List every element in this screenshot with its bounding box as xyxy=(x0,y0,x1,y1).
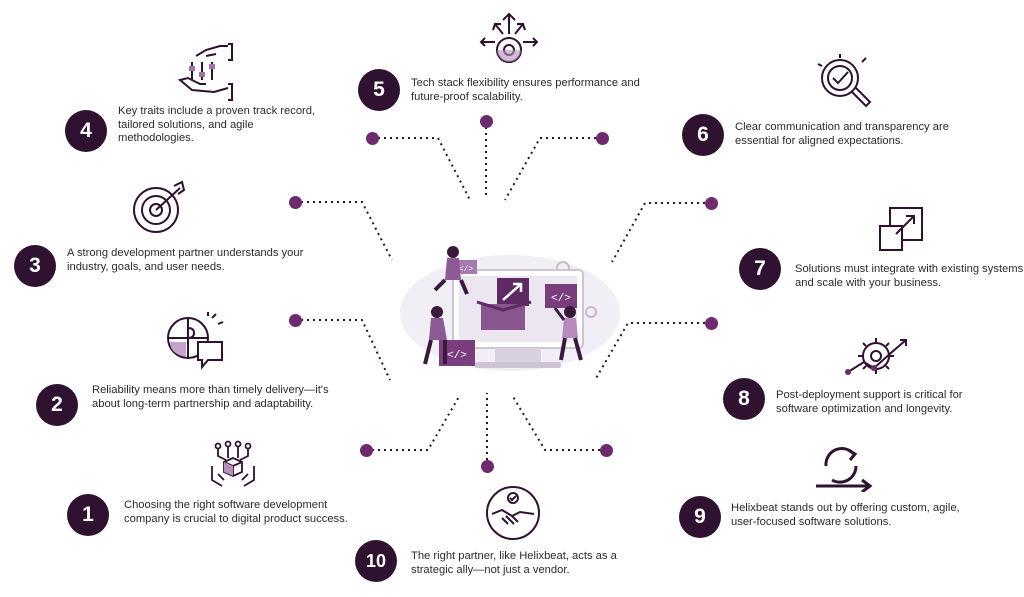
badge-9: 9 xyxy=(679,496,721,538)
badge-4: 4 xyxy=(65,110,107,152)
item-text-2: Reliability means more than timely deliv… xyxy=(92,384,329,410)
target-icon xyxy=(133,180,186,233)
expand-arrows-icon xyxy=(879,207,923,251)
code-tag-left: </> xyxy=(447,350,467,362)
connector-dot-1 xyxy=(360,444,373,457)
item-text-5: Tech stack flexibility ensures performan… xyxy=(411,77,640,103)
item-text-3: A strong development partner understands… xyxy=(67,247,304,273)
badge-3: 3 xyxy=(14,245,56,287)
puzzle-chat-icon xyxy=(167,312,224,370)
box-network-icon xyxy=(211,440,255,487)
code-tag-top: </> xyxy=(459,265,474,274)
badge-8: 8 xyxy=(723,378,765,420)
developer-team-illustration: </> </> </> xyxy=(400,246,620,371)
item-text-6: Clear communication and transparency are… xyxy=(735,121,949,147)
connector-dot-6 xyxy=(596,132,609,145)
connector-dot-10 xyxy=(481,460,494,473)
badge-7: 7 xyxy=(739,248,781,290)
magnifier-check-icon xyxy=(817,54,872,108)
badge-1: 1 xyxy=(67,494,109,536)
item-text-8: Post-deployment support is critical for … xyxy=(776,389,963,415)
badge-2: 2 xyxy=(36,384,78,426)
connector-dot-7 xyxy=(705,197,718,210)
badge-10: 10 xyxy=(355,540,397,582)
cycle-arrows-icon xyxy=(816,447,873,492)
item-text-7: Solutions must integrate with existing s… xyxy=(795,263,1024,289)
gear-arrows-icon xyxy=(479,12,539,63)
connector-dot-9 xyxy=(600,444,613,457)
connector-dot-8 xyxy=(705,317,718,330)
item-text-9: Helixbeat stands out by offering custom,… xyxy=(731,502,960,528)
code-tag-right: </> xyxy=(551,293,571,305)
connector-dot-3 xyxy=(289,196,302,209)
connector-dot-2 xyxy=(289,314,302,327)
badge-5: 5 xyxy=(358,69,400,111)
gear-graph-icon xyxy=(845,338,907,375)
badge-6: 6 xyxy=(682,114,724,156)
handshake-icon xyxy=(486,486,540,540)
connector-dot-4 xyxy=(366,132,379,145)
item-text-4: Key traits include a proven track record… xyxy=(118,105,316,145)
connector-dot-5 xyxy=(480,115,493,128)
hand-sliders-icon xyxy=(177,43,233,101)
item-text-10: The right partner, like Helixbeat, acts … xyxy=(411,550,617,576)
item-text-1: Choosing the right software development … xyxy=(124,499,348,525)
